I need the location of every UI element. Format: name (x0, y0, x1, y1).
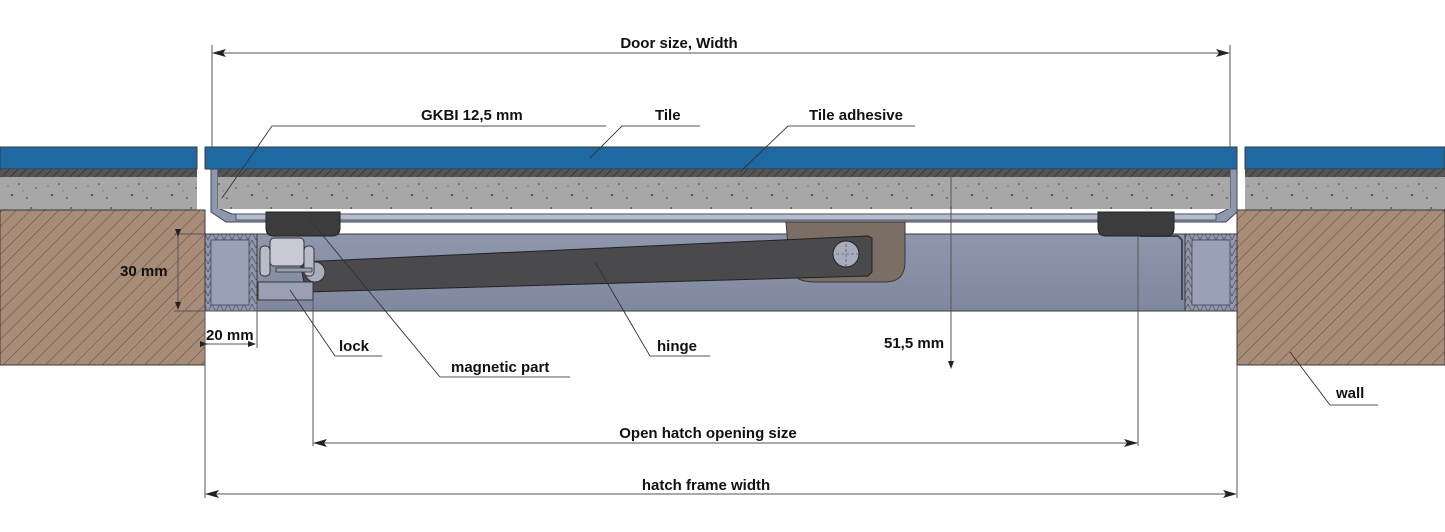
hinge-label: hinge (657, 338, 697, 355)
door-leaf (204, 146, 1238, 223)
tile-adhesive-label: Tile adhesive (809, 107, 903, 124)
magnet-left (265, 211, 341, 237)
right-tile-adhesive (1245, 169, 1445, 177)
dimensions: Door size, Width 30 mm 20 mm 51,5 mm Ope… (120, 35, 1238, 498)
lock-assembly (257, 237, 315, 301)
tile-leader (589, 125, 623, 159)
lock-label: lock (339, 338, 370, 355)
right-wall (1236, 209, 1445, 366)
right-tile (1244, 146, 1445, 170)
left-frame-cavity (210, 239, 250, 306)
lock-leader (289, 289, 336, 357)
magnetic-part-label: magnetic part (451, 359, 549, 376)
door-board (218, 177, 1230, 209)
left-board (0, 177, 197, 210)
lock-roller (269, 237, 305, 267)
right-board (1245, 177, 1445, 210)
right-frame-cavity (1191, 239, 1231, 306)
depth-30-label: 30 mm (120, 263, 168, 280)
right-surround (1236, 146, 1445, 366)
wall-leader (1289, 351, 1331, 406)
door-tile-adhesive (218, 169, 1230, 177)
gkbi-leader (221, 125, 273, 199)
lock-body (257, 281, 314, 301)
magnetic-parts (265, 211, 1175, 237)
left-tile (0, 146, 198, 170)
left-tile-adhesive (0, 169, 197, 177)
opening-label: Open hatch opening size (619, 425, 797, 442)
frame-width-label: hatch frame width (642, 477, 770, 494)
hinge-assembly (299, 221, 906, 293)
magnet-right (1097, 211, 1175, 237)
left-surround (0, 146, 206, 366)
door-tray-rail (235, 213, 1217, 221)
depth-51-label: 51,5 mm (884, 335, 944, 352)
gap-20-label: 20 mm (206, 327, 254, 344)
door-tile (204, 146, 1238, 170)
lock-roller-left-cap (259, 245, 271, 277)
magnetic-leader (309, 219, 441, 378)
gkbi-label: GKBI 12,5 mm (421, 107, 523, 124)
wall-label: wall (1335, 385, 1364, 402)
door-width-label: Door size, Width (620, 35, 737, 52)
left-wall (0, 209, 206, 366)
lock-pin (275, 267, 313, 273)
hinge-leader (594, 261, 651, 357)
callouts: GKBI 12,5 mm Tile Tile adhesive lock mag… (221, 107, 1378, 406)
tile-label: Tile (655, 107, 681, 124)
adhesive-leader (739, 125, 789, 173)
